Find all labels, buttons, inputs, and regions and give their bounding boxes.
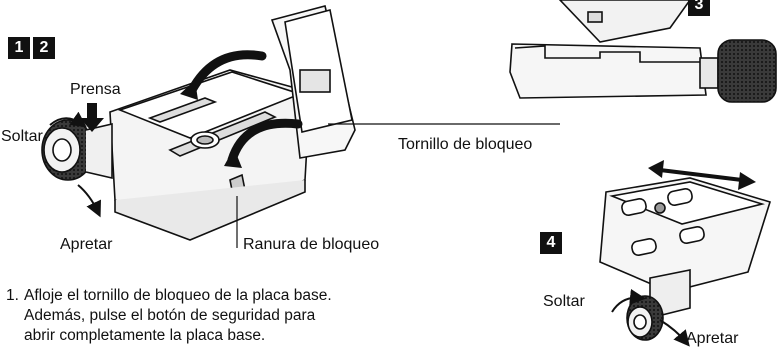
label-soltar-right: Soltar <box>543 293 585 310</box>
step-badge-2: 2 <box>33 37 55 59</box>
clamp-step-3 <box>509 0 777 103</box>
label-apretar-right: Apretar <box>686 330 739 347</box>
main-clamp <box>41 5 356 241</box>
instruction-text: Afloje el tornillo de bloqueo de la plac… <box>24 287 332 344</box>
label-prensa: Prensa <box>70 81 121 98</box>
knob-rotation-arrows <box>49 111 101 218</box>
label-apretar-left: Apretar <box>60 236 113 253</box>
step-badge-1: 1 <box>8 37 30 59</box>
slide-arrow <box>648 160 756 190</box>
step-badge-4: 4 <box>540 232 562 254</box>
label-ranura: Ranura de bloqueo <box>243 236 380 253</box>
clamp-step-4 <box>599 177 772 341</box>
step-badge-3: 3 <box>688 0 710 16</box>
label-tornillo: Tornillo de bloqueo <box>398 136 533 153</box>
instruction-step-1: 1. Afloje el tornillo de bloqueo de la p… <box>6 286 336 346</box>
instruction-number: 1. <box>6 287 19 304</box>
label-soltar-left: Soltar <box>1 128 43 145</box>
arrow-heads <box>180 80 242 168</box>
knob-rotation-arrows-right <box>611 288 690 347</box>
